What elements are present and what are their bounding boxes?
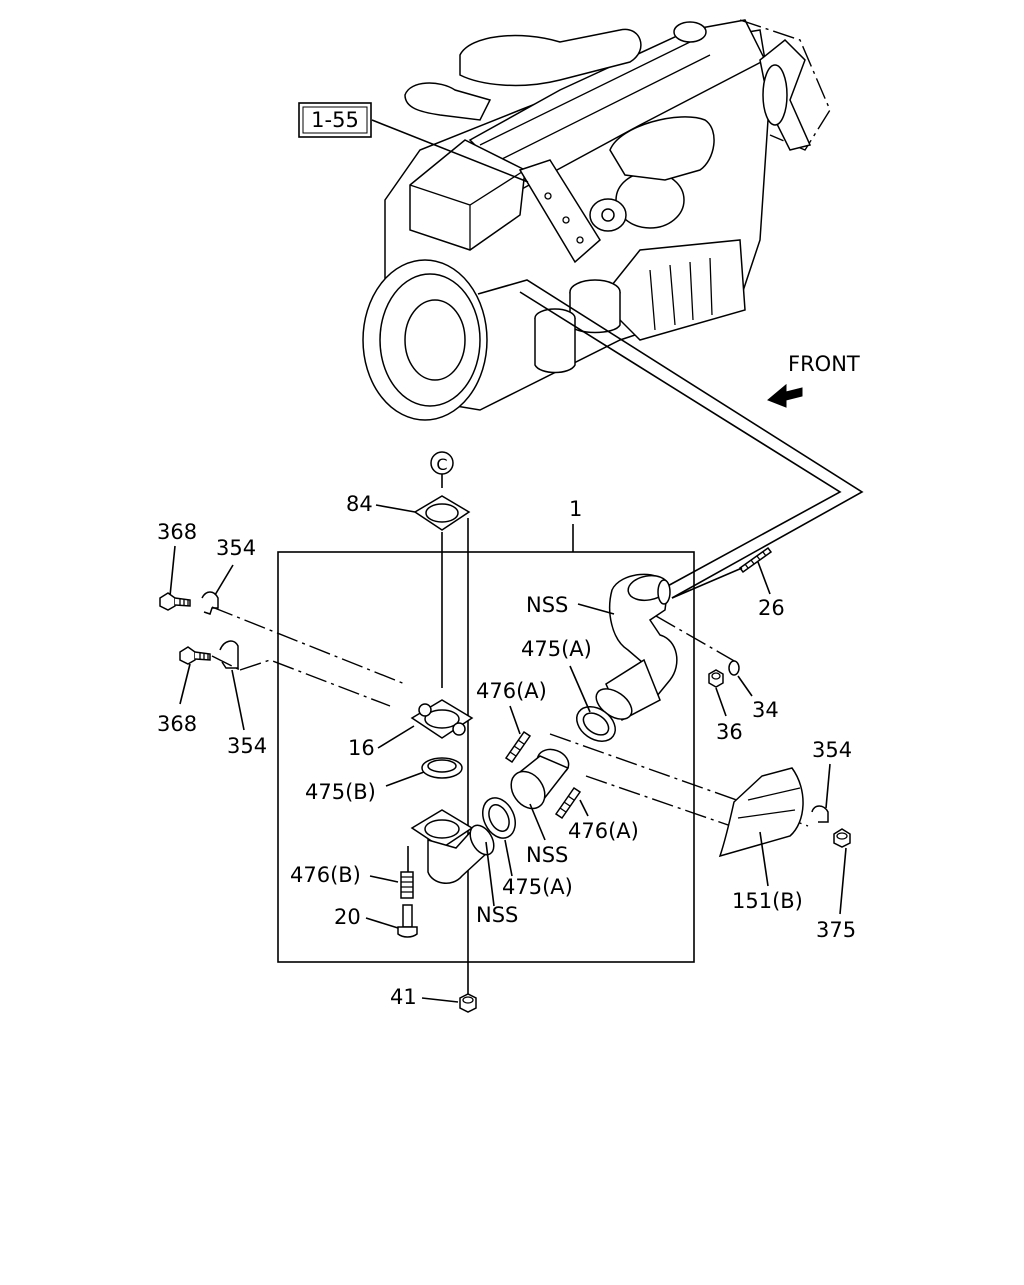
ref-box-1-55: 1-55 [298, 102, 372, 138]
center-line-1 [211, 606, 406, 685]
leader-16 [377, 725, 415, 749]
label-475a-upper: 475(A) [521, 637, 592, 661]
nut-41 [459, 993, 477, 1013]
label-476a-lower: 476(A) [568, 819, 639, 843]
seal-475b [421, 757, 463, 779]
bolt-368-top [159, 592, 191, 611]
label-354-bottom: 354 [227, 734, 267, 758]
label-151b: 151(B) [732, 889, 803, 913]
leader-20 [365, 917, 399, 929]
label-26: 26 [758, 596, 785, 620]
label-354-right: 354 [812, 738, 852, 762]
leader-1-55 [371, 119, 529, 183]
label-476b: 476(B) [290, 863, 361, 887]
label-84: 84 [346, 492, 373, 516]
leader-354-top [214, 564, 234, 596]
center-line-2a [211, 655, 241, 671]
stud-26 [738, 546, 773, 574]
label-34: 34 [752, 698, 779, 722]
leader-84 [375, 504, 416, 513]
route-line-outer [477, 279, 864, 599]
center-line-2b [239, 659, 391, 707]
clamp-354-bottom [219, 640, 239, 669]
leader-nss-upper [577, 603, 615, 615]
bolt-20 [397, 904, 418, 938]
leader-36 [715, 687, 727, 717]
leader-41 [421, 997, 459, 1003]
center-line-3 [655, 615, 737, 663]
flywheel [362, 259, 488, 421]
label-20: 20 [334, 905, 361, 929]
fan [739, 19, 831, 151]
label-368-top: 368 [157, 520, 197, 544]
leader-354-bottom [231, 669, 245, 731]
leader-476b [369, 875, 399, 883]
leader-475a-lower [504, 839, 513, 877]
front-arrow-icon [767, 383, 803, 408]
leader-475b [385, 771, 425, 787]
assembly-box [277, 551, 695, 963]
label-475a-lower: 475(A) [502, 875, 573, 899]
sleeve-nss-mid [510, 748, 570, 810]
leader-34 [737, 675, 753, 697]
nut-36 [708, 669, 724, 688]
leader-368-top [169, 545, 176, 597]
leader-nss-mid [529, 803, 546, 841]
front-label: FRONT [788, 352, 860, 376]
seal-475a-lower [482, 797, 516, 839]
stud-476a-upper [504, 730, 532, 764]
leader-375 [839, 847, 847, 915]
washer-34 [728, 660, 740, 676]
label-375: 375 [816, 918, 856, 942]
leader-475a-upper [569, 665, 591, 713]
route-line-inner [519, 291, 842, 589]
front-indicator: FRONT [767, 352, 860, 408]
label-16: 16 [348, 736, 375, 760]
label-nss-upper: NSS [526, 593, 568, 617]
leader-476a-upper [509, 705, 521, 735]
bolt-368-bottom [179, 646, 211, 665]
leader-368-bottom [179, 663, 191, 705]
seal-475a-upper [576, 706, 616, 742]
clamp-354-right [811, 805, 829, 823]
stud-476b [400, 871, 414, 899]
label-nss-lower: NSS [476, 903, 518, 927]
label-36: 36 [716, 720, 743, 744]
leader-151b [759, 831, 769, 887]
flange-16 [410, 699, 474, 739]
leader-354-right [825, 763, 831, 809]
leader-nss-lower [485, 841, 495, 907]
stud-26-line [671, 567, 743, 599]
label-41: 41 [390, 985, 417, 1009]
leader-476a-lower [579, 799, 589, 817]
label-1: 1 [569, 497, 582, 521]
label-368-bottom: 368 [157, 712, 197, 736]
label-354-top: 354 [216, 536, 256, 560]
stud-476a-lower [554, 786, 582, 820]
heat-shield-151b [718, 767, 804, 858]
circle-ref-text: C [436, 455, 447, 474]
ref-box-text: 1-55 [311, 108, 359, 132]
gasket-84 [413, 495, 471, 531]
label-nss-mid: NSS [526, 843, 568, 867]
nut-375 [833, 828, 851, 848]
label-475b: 475(B) [305, 780, 376, 804]
leader-26 [757, 561, 771, 595]
elbow-upper-nss [595, 573, 678, 722]
clamp-354-top [201, 591, 219, 615]
engine-illustration [362, 19, 831, 421]
elbow-lower [410, 809, 495, 884]
label-476a-upper: 476(A) [476, 679, 547, 703]
